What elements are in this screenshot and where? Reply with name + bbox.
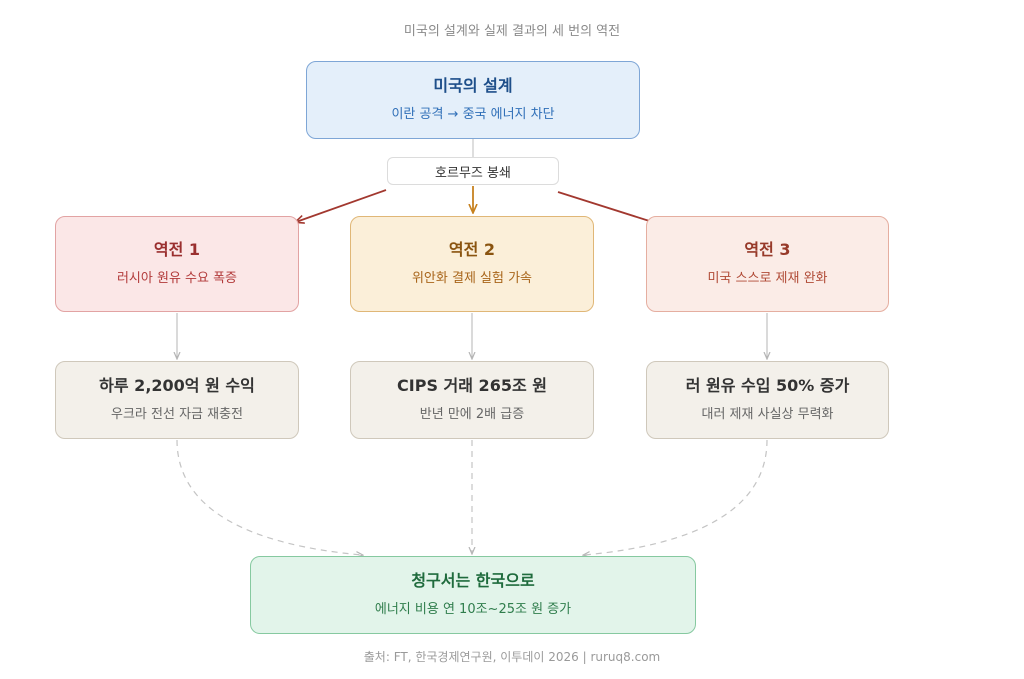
reversal-2-box: 역전 2 위안화 결제 실험 가속 — [350, 216, 594, 312]
result-2-title: CIPS 거래 265조 원 — [397, 376, 547, 395]
result-1-title: 하루 2,200억 원 수익 — [99, 376, 255, 395]
trigger-label: 호르무즈 봉쇄 — [387, 157, 559, 185]
source-note: 출처: FT, 한국경제연구원, 이투데이 2026 | ruruq8.com — [363, 650, 661, 664]
dashed-result1-outcome — [176, 439, 362, 555]
outcome-title: 청구서는 한국으로 — [411, 571, 535, 590]
reversal-2-subtitle: 위안화 결제 실험 가속 — [411, 271, 533, 286]
us-design-subtitle: 이란 공격 → 중국 에너지 차단 — [391, 107, 555, 122]
arrow-to-reversal-3 — [557, 191, 662, 225]
reversal-1-title: 역전 1 — [153, 240, 201, 259]
result-3-title: 러 원유 수입 50% 증가 — [685, 376, 850, 395]
reversal-3-title: 역전 3 — [744, 240, 791, 259]
reversal-1-subtitle: 러시아 원유 수요 폭증 — [116, 271, 238, 286]
us-design-box: 미국의 설계 이란 공격 → 중국 에너지 차단 — [306, 61, 640, 139]
reversal-3-box: 역전 3 미국 스스로 제재 완화 — [646, 216, 889, 312]
reversal-1-box: 역전 1 러시아 원유 수요 폭증 — [55, 216, 299, 312]
outcome-box: 청구서는 한국으로 에너지 비용 연 10조~25조 원 증가 — [250, 556, 696, 634]
result-2-subtitle: 반년 만에 2배 급증 — [419, 407, 525, 422]
result-1-subtitle: 우크라 전선 자금 재충전 — [111, 407, 243, 422]
result-1-box: 하루 2,200억 원 수익 우크라 전선 자금 재충전 — [55, 361, 299, 439]
result-3-box: 러 원유 수입 50% 증가 대러 제재 사실상 무력화 — [646, 361, 889, 439]
result-3-subtitle: 대러 제재 사실상 무력화 — [701, 407, 834, 422]
diagram-title: 미국의 설계와 실제 결과의 세 번의 역전 — [403, 24, 621, 39]
us-design-title: 미국의 설계 — [433, 76, 513, 95]
reversal-2-title: 역전 2 — [448, 240, 496, 259]
result-2-box: CIPS 거래 265조 원 반년 만에 2배 급증 — [350, 361, 594, 439]
reversal-3-subtitle: 미국 스스로 제재 완화 — [707, 271, 828, 286]
outcome-subtitle: 에너지 비용 연 10조~25조 원 증가 — [374, 602, 572, 617]
arrow-to-reversal-1 — [296, 189, 387, 222]
dashed-result3-outcome — [584, 439, 768, 555]
